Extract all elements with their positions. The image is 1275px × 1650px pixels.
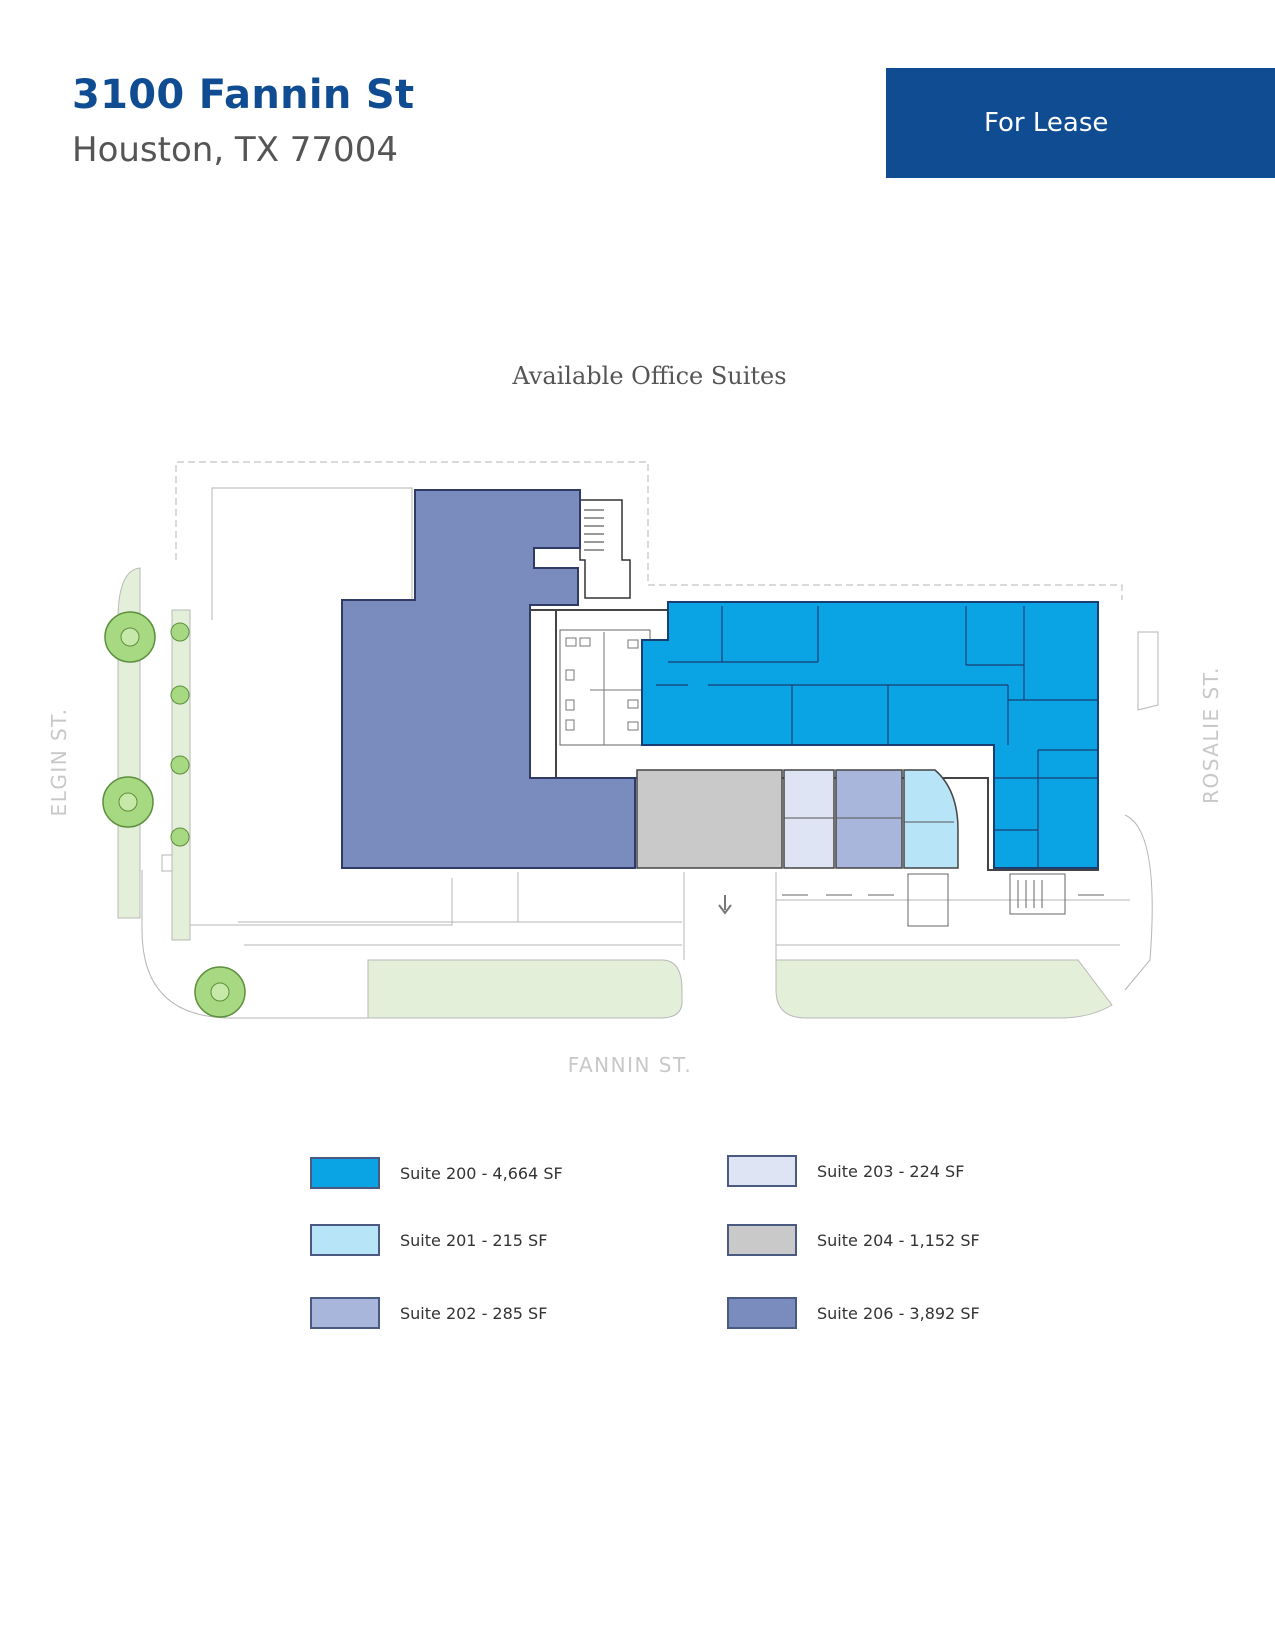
street-label-elgin: ELGIN ST. <box>47 708 71 817</box>
tree-icon <box>194 966 246 1018</box>
legend-item-suite-204: Suite 204 - 1,152 SF <box>727 1224 980 1256</box>
legend-label: Suite 203 - 224 SF <box>817 1161 965 1181</box>
suite-200-partitions <box>656 606 1098 868</box>
legend-swatch <box>727 1297 797 1329</box>
legend-item-suite-206: Suite 206 - 3,892 SF <box>727 1297 980 1329</box>
floor-plan: ELGIN ST. ROSALIE ST. FANNIN ST. <box>47 461 1223 1077</box>
legend-label: Suite 202 - 285 SF <box>400 1303 548 1323</box>
tree-icon <box>104 611 156 663</box>
property-city-subtitle: Houston, TX 77004 <box>72 130 398 170</box>
legend-item-suite-203: Suite 203 - 224 SF <box>727 1155 964 1187</box>
suite-200[interactable] <box>641 601 1099 869</box>
street-label-fannin: FANNIN ST. <box>568 1053 692 1077</box>
small-suite-partitions <box>784 817 954 823</box>
property-address-title: 3100 Fannin St <box>72 72 415 118</box>
stair-tower <box>579 499 631 599</box>
suite-203[interactable] <box>783 769 835 869</box>
legend-item-suite-200: Suite 200 - 4,664 SF <box>310 1157 563 1189</box>
shrub-icon <box>170 622 190 847</box>
suite-201[interactable] <box>903 769 959 869</box>
floor-plan-title: Available Office Suites <box>512 362 787 390</box>
legend-label: Suite 200 - 4,664 SF <box>400 1163 563 1183</box>
suite-206[interactable] <box>341 489 636 869</box>
legend-label: Suite 204 - 1,152 SF <box>817 1230 980 1250</box>
legend-label: Suite 201 - 215 SF <box>400 1230 548 1250</box>
suite-204[interactable] <box>636 769 783 869</box>
legend-swatch <box>727 1155 797 1187</box>
legend-item-suite-202: Suite 202 - 285 SF <box>310 1297 547 1329</box>
legend-item-suite-201: Suite 201 - 215 SF <box>310 1224 547 1256</box>
for-lease-banner: For Lease <box>886 68 1275 178</box>
restroom-fixtures <box>565 632 650 745</box>
tree-icon <box>102 776 154 828</box>
legend-label: Suite 206 - 3,892 SF <box>817 1303 980 1323</box>
legend-swatch <box>310 1157 380 1189</box>
for-lease-label: For Lease <box>984 108 1109 138</box>
site-outline <box>141 461 1159 1019</box>
lobby-area <box>782 873 1104 927</box>
legend-swatch <box>310 1297 380 1329</box>
street-label-rosalie: ROSALIE ST. <box>1199 666 1223 804</box>
legend-swatch <box>727 1224 797 1256</box>
suite-202[interactable] <box>835 769 903 869</box>
entry-arrow-icon <box>718 895 732 915</box>
stair-treads <box>584 509 604 551</box>
legend-swatch <box>310 1224 380 1256</box>
